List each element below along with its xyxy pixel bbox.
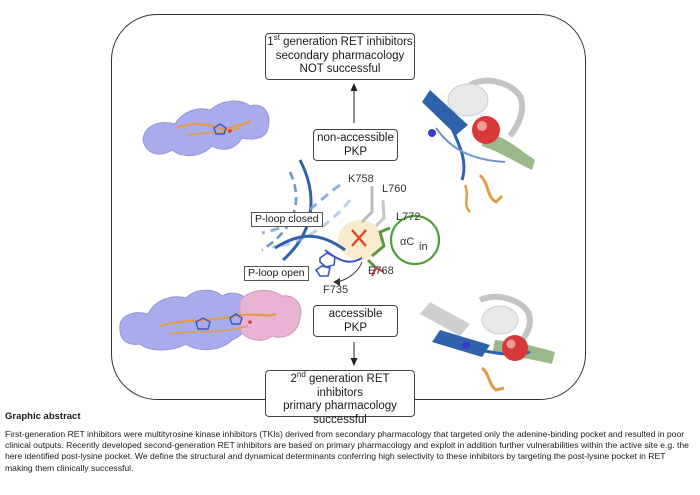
second-generation-heading: 2nd generation RET inhibitors xyxy=(266,370,414,400)
arrow-down xyxy=(350,342,358,366)
alpha-c-helix-circle xyxy=(389,214,441,266)
label-l772: L772 xyxy=(396,211,420,223)
accessible-label: accessible xyxy=(328,308,383,320)
structure-render-bottom-right xyxy=(420,293,555,392)
second-gen-rest: generation RET inhibitors xyxy=(305,373,390,399)
second-gen-number: 2 xyxy=(290,373,297,385)
second-gen-outcome: successful xyxy=(313,413,367,426)
arrow-up xyxy=(350,83,358,123)
non-accessible-label: non-accessible xyxy=(317,132,394,144)
first-gen-number: 1 xyxy=(267,36,274,48)
label-l760: L760 xyxy=(382,183,406,195)
caption-title: Graphic abstract xyxy=(5,411,81,422)
first-generation-box: 1st generation RET inhibitors secondary … xyxy=(265,33,415,80)
pkp-label-top: PKP xyxy=(343,145,367,158)
pkp-label-bottom: PKP xyxy=(343,321,367,334)
alpha-c-subscript: in xyxy=(419,241,428,253)
second-gen-pharmacology: primary pharmacology xyxy=(283,400,397,412)
surface-blob-top-left xyxy=(142,100,270,156)
structure-render-top-right xyxy=(422,77,535,213)
caption-text: First-generation RET inhibitors were mul… xyxy=(5,429,689,473)
first-gen-suffix: st xyxy=(273,33,280,43)
label-k758: K758 xyxy=(348,173,374,185)
first-gen-outcome: NOT successful xyxy=(299,63,381,75)
accessible-pkp-box: accessible PKP xyxy=(313,305,398,337)
second-generation-box: 2nd generation RET inhibitors primary ph… xyxy=(265,370,415,426)
second-gen-suffix: nd xyxy=(296,370,306,380)
p-loop-closed-label: P-loop closed xyxy=(251,212,323,227)
label-f735: F735 xyxy=(323,284,348,296)
surface-blob-bottom-left xyxy=(119,289,302,351)
schematic-pocket: αC in xyxy=(261,159,441,286)
non-accessible-pkp-box: non-accessible PKP xyxy=(313,129,398,161)
first-generation-heading: 1st generation RET inhibitors xyxy=(266,33,414,50)
alpha-c-label: αC xyxy=(400,236,414,248)
label-e768: E768 xyxy=(368,265,394,277)
first-gen-pharmacology: secondary pharmacology xyxy=(275,49,405,62)
p-loop-open-label: P-loop open xyxy=(244,266,309,281)
first-gen-rest: generation RET inhibitors xyxy=(279,36,413,48)
